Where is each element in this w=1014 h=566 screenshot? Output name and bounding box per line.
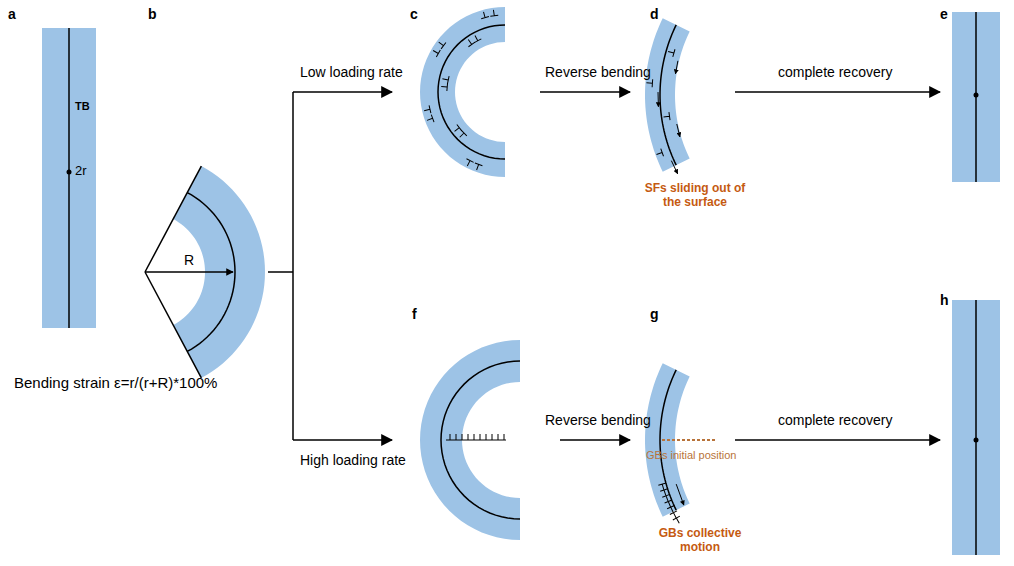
arrow	[735, 439, 940, 441]
arrow	[293, 439, 392, 441]
bent-sample	[420, 340, 520, 540]
panel-letter: h	[940, 292, 949, 308]
dislocation-tick	[480, 434, 481, 440]
arrow	[540, 91, 630, 93]
straight-sample	[952, 300, 1000, 555]
center-dot	[67, 170, 72, 175]
dislocation-symbol	[436, 39, 446, 49]
panel-letter: e	[940, 6, 948, 22]
radius-label: R	[184, 252, 194, 268]
step-label: complete recovery	[778, 64, 892, 80]
dislocation-symbol	[663, 112, 670, 121]
dislocation-symbol	[431, 47, 440, 57]
dislocation-symbol	[465, 37, 475, 47]
panel-letter: f	[412, 306, 417, 322]
dislocation-tick	[456, 434, 457, 440]
step-label: Reverse bending	[545, 64, 651, 80]
dislocation-symbol	[442, 75, 450, 84]
panel-letter: g	[650, 306, 659, 322]
bent-sample	[645, 18, 690, 171]
dislocation-symbol	[473, 163, 483, 171]
twin-boundary	[975, 300, 977, 555]
dislocation-symbol	[667, 48, 675, 57]
arrow	[677, 124, 680, 137]
branch-line	[145, 166, 201, 272]
dislocation-symbol	[480, 11, 489, 19]
panel-letter: d	[650, 6, 659, 22]
arrow	[560, 439, 630, 441]
dislocation-symbol	[655, 149, 663, 159]
dislocation-tick	[498, 434, 499, 440]
arrow	[658, 92, 659, 107]
straight-sample	[42, 28, 96, 328]
dislocation-tick	[486, 434, 487, 440]
panel-letter: c	[410, 6, 418, 22]
dislocation-tick	[492, 434, 493, 440]
arrow	[671, 161, 677, 174]
dislocation-symbol	[471, 34, 481, 43]
gb-initial-line	[662, 439, 715, 441]
dislocation-symbol	[464, 159, 474, 168]
dislocation-wall	[446, 440, 506, 441]
dislocation-symbol	[673, 516, 683, 525]
mechanism-note: SFs sliding out of the surface	[640, 182, 750, 210]
dislocation-tick	[504, 434, 505, 440]
arrow	[735, 91, 940, 93]
panel-letter: b	[148, 6, 157, 22]
arrow	[676, 484, 684, 505]
branch-line	[292, 92, 294, 440]
dislocation-symbol	[457, 130, 467, 140]
straight-sample	[952, 12, 1000, 182]
twin-boundary	[660, 25, 676, 165]
thickness-label: 2r	[75, 164, 87, 179]
dislocation-symbol	[489, 9, 498, 16]
dislocation-tick	[468, 434, 469, 440]
arrow	[675, 61, 677, 74]
panel-letter: a	[8, 6, 16, 22]
twin-boundary	[68, 28, 70, 328]
arrow	[145, 271, 233, 273]
dislocation-symbol	[426, 115, 434, 125]
twin-boundary	[438, 25, 505, 159]
condition-label: Low loading rate	[300, 64, 403, 80]
dislocation-tick	[474, 434, 475, 440]
branch-line	[145, 272, 201, 378]
arrow	[293, 91, 392, 93]
branch-line	[268, 271, 293, 273]
mechanism-note: GBs collective motion	[640, 527, 760, 555]
condition-label: High loading rate	[300, 452, 406, 468]
dislocation-tick	[450, 434, 451, 440]
dislocation-symbol	[646, 79, 653, 87]
step-label: Reverse bending	[545, 412, 651, 428]
center-dot	[974, 438, 979, 443]
twin-boundary-label: TB	[75, 100, 90, 113]
center-dot	[974, 93, 979, 98]
position-note: GBs initial position	[646, 449, 737, 462]
dislocation-symbol	[423, 105, 431, 114]
strain-formula: Bending strain ε=r/(r+R)*100%	[14, 374, 217, 391]
bent-sample	[420, 7, 505, 177]
dislocation-symbol	[441, 82, 448, 90]
twin-boundary	[441, 361, 520, 519]
dislocation-symbol	[452, 125, 462, 135]
step-label: complete recovery	[778, 412, 892, 428]
dislocation-tick	[462, 434, 463, 440]
